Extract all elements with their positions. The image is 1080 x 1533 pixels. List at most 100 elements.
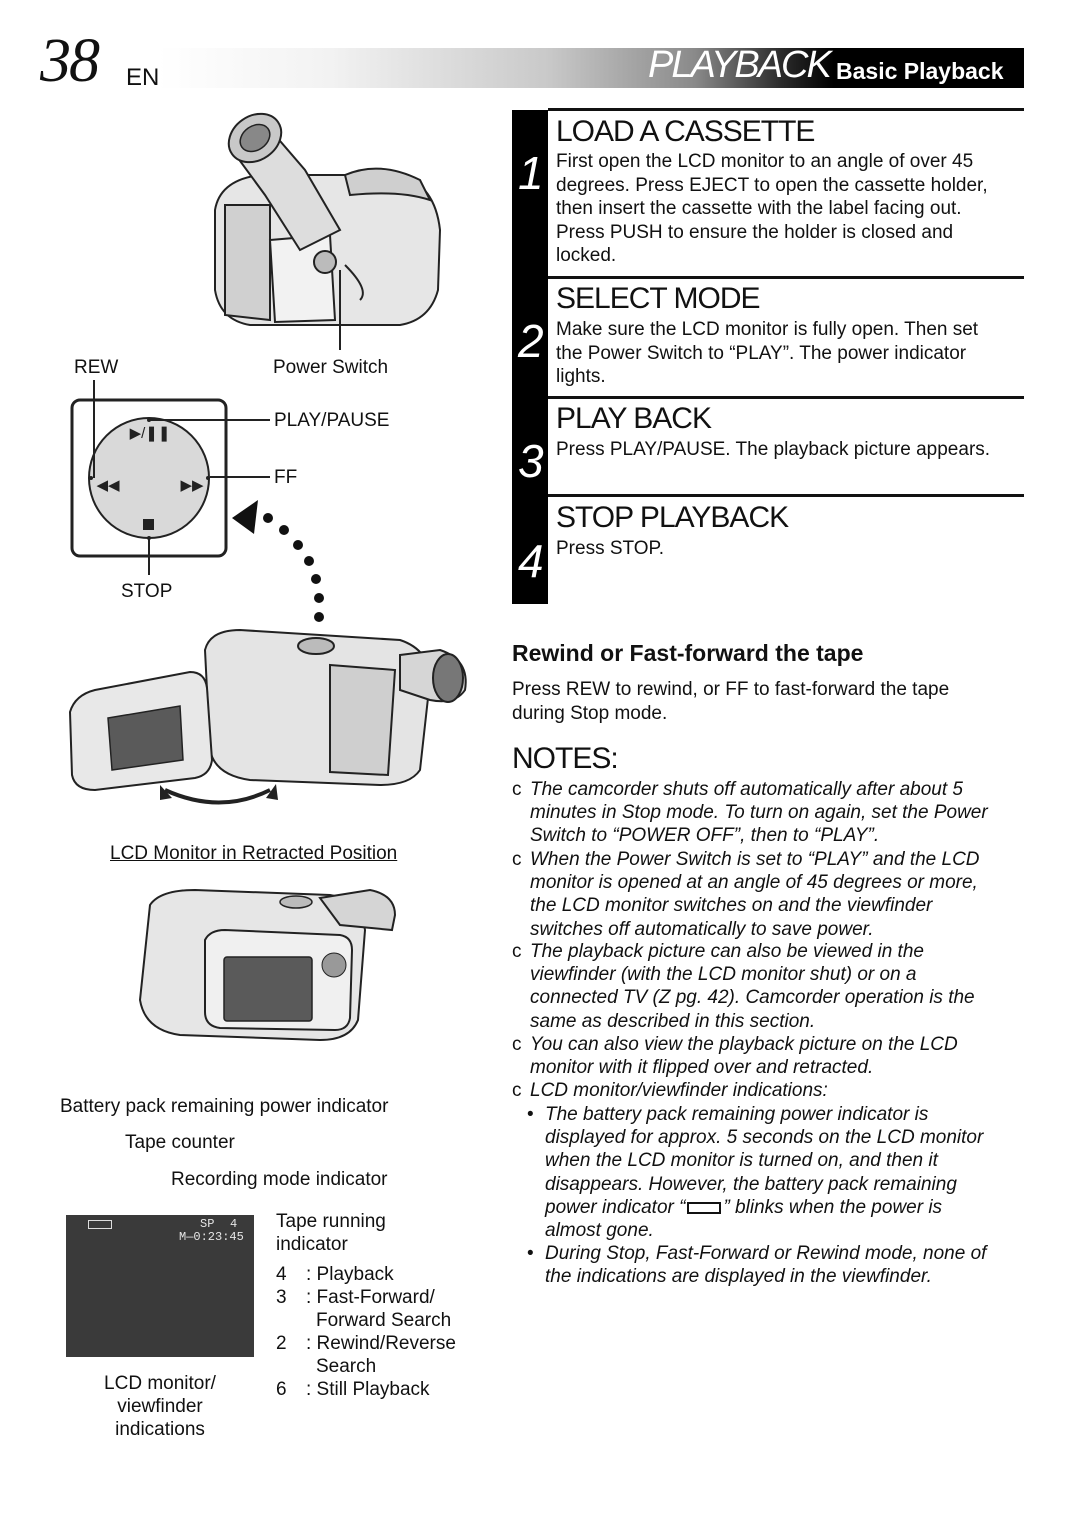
screen-mode: SP	[200, 1217, 215, 1231]
step-rule	[548, 494, 1024, 497]
step-title: STOP PLAYBACK	[556, 501, 789, 534]
step-text: Press PLAY/PAUSE. The playback picture a…	[556, 438, 1022, 462]
legend-text: : Still Playback	[306, 1379, 430, 1400]
text-line: degrees. Press EJECT to open the cassett…	[556, 174, 988, 196]
note-sub-item: • The battery pack remaining power indica…	[527, 1103, 1025, 1242]
step-rule	[548, 276, 1024, 279]
svg-text:▶/❚❚: ▶/❚❚	[130, 425, 171, 442]
retracted-caption: LCD Monitor in Retracted Position	[110, 843, 398, 864]
camcorder-top-illustration	[214, 112, 442, 350]
text-line: Press REW to rewind, or FF to fast-forwa…	[512, 679, 950, 700]
step-number: 1	[518, 147, 544, 199]
step-text: First open the LCD monitor to an angle o…	[556, 150, 1022, 268]
legend-text: : Rewind/Reverse	[306, 1333, 456, 1354]
text-line: The battery pack remaining power indicat…	[545, 1104, 929, 1125]
note-bullet: c	[512, 779, 522, 800]
battery-label: Battery pack remaining power indicator	[60, 1096, 389, 1117]
legend-text: : Fast-Forward/	[306, 1287, 435, 1308]
ff-label: FF	[274, 467, 298, 488]
note-bullet: c	[512, 1080, 522, 1101]
rew-label: REW	[74, 357, 119, 378]
step-title: PLAY BACK	[556, 402, 712, 435]
legend-text: Search	[316, 1356, 377, 1377]
text-line: almost gone.	[545, 1220, 654, 1242]
play-pause-label: PLAY/PAUSE	[274, 410, 390, 431]
dotted-arrow	[232, 500, 324, 622]
text-line: LCD monitor/	[104, 1373, 216, 1394]
camcorder-retracted-illustration	[138, 888, 397, 1042]
illustration-layer: ▶/❚❚ ◀◀ ▶▶	[68, 112, 467, 1042]
text-line: monitor with it flipped over and retract…	[530, 1057, 874, 1079]
step-rule	[548, 108, 1024, 111]
text-line: Switch to “POWER OFF”, then to “PLAY”.	[530, 825, 880, 847]
note-bullet: c	[512, 1034, 522, 1055]
text-line: displayed for approx. 5 seconds on the L…	[545, 1127, 984, 1149]
text-line: When the Power Switch is set to “PLAY” a…	[530, 849, 980, 870]
legend-text: Forward Search	[316, 1310, 452, 1331]
sub-bullet: •	[527, 1243, 534, 1264]
text-line: locked.	[556, 245, 617, 266]
text-line: the indications are displayed in the vie…	[545, 1266, 932, 1288]
text-line: viewfinder	[117, 1396, 203, 1417]
lcd-caption: LCD monitor/ viewfinder indications	[70, 1372, 250, 1441]
note-item: c The camcorder shuts off automatically a…	[512, 778, 1025, 848]
step-title: SELECT MODE	[556, 282, 760, 315]
text-line: connected TV (Z pg. 42). Camcorder opera…	[530, 987, 975, 1009]
tape-running-label: Tape running	[276, 1211, 386, 1232]
text-line: LCD monitor/viewfinder indications:	[530, 1080, 828, 1101]
text-line: same as described in this section.	[530, 1010, 816, 1032]
legend-symbol: 4	[276, 1264, 287, 1285]
text-line: Press PUSH to ensure the holder is close…	[556, 221, 954, 243]
note-bullet: c	[512, 849, 522, 870]
text-line: During Stop, Fast-Forward or Rewind mode…	[545, 1243, 987, 1264]
text-line: lights.	[556, 366, 606, 387]
text-line: the Power Switch to “PLAY”. The power in…	[556, 342, 967, 364]
text-line: The camcorder shuts off automatically af…	[530, 779, 963, 800]
rewind-text: Press REW to rewind, or FF to fast-forwa…	[512, 678, 1012, 725]
rewind-heading: Rewind or Fast-forward the tape	[512, 640, 864, 666]
legend-text: : Playback	[306, 1264, 394, 1285]
page-number: 38	[40, 27, 100, 95]
tape-counter-label: Tape counter	[125, 1132, 235, 1153]
step-rule	[548, 396, 1024, 399]
step-number: 4	[518, 535, 544, 587]
legend-symbol: 3	[276, 1287, 287, 1308]
step-bar	[512, 110, 548, 604]
text-line: disappears. However, the battery pack re…	[545, 1173, 957, 1195]
step-text: Press STOP.	[556, 537, 1022, 561]
step-number: 3	[518, 435, 544, 487]
step-text: Make sure the LCD monitor is fully open.…	[556, 318, 1022, 389]
note-item: c The playback picture can also be viewed…	[512, 940, 1025, 1033]
text-line: minutes in Stop mode. To turn on again, …	[530, 802, 988, 824]
stop-label: STOP	[121, 581, 173, 602]
lcd-indications-screen: SP 4 M—0:23:45	[66, 1215, 254, 1357]
svg-text:▶▶: ▶▶	[180, 477, 204, 494]
text-line: ” blinks when the power is	[723, 1196, 943, 1218]
svg-text:◀◀: ◀◀	[96, 477, 120, 494]
text-line: The playback picture can also be viewed …	[530, 941, 924, 962]
section-title: PLAYBACK	[648, 44, 832, 86]
text-line: then insert the cassette with the label …	[556, 198, 962, 219]
text-line: monitor is opened at an angle of 45 degr…	[530, 872, 978, 894]
note-item: c When the Power Switch is set to “PLAY” …	[512, 848, 1025, 941]
note-bullet: c	[512, 941, 522, 962]
note-sub-item: • During Stop, Fast-Forward or Rewind mod…	[527, 1242, 1025, 1288]
tape-running-legend: 4 : Playback 3 : Fast-Forward/ Forward Sea…	[276, 1263, 456, 1401]
text-line: Make sure the LCD monitor is fully open.…	[556, 319, 979, 340]
text-line: the LCD monitor switches on and the view…	[530, 895, 933, 917]
power-switch-label: Power Switch	[273, 357, 389, 378]
battery-icon	[687, 1201, 722, 1214]
text-line: viewfinder (with the LCD monitor shut) o…	[530, 964, 917, 986]
sub-bullet: •	[527, 1104, 534, 1125]
text-line: power indicator “	[545, 1196, 686, 1218]
notes-heading: NOTES:	[512, 742, 619, 775]
step-number: 2	[518, 315, 544, 367]
screen-counter: M—0:23:45	[179, 1230, 244, 1244]
note-item: c LCD monitor/viewfinder indications:	[512, 1079, 1025, 1102]
subsection-title: Basic Playback	[836, 58, 1004, 84]
screen-running-symbol: 4	[230, 1217, 238, 1231]
text-line: switches off automatically to save power…	[530, 918, 874, 940]
text-line: indications	[115, 1419, 205, 1440]
legend-symbol: 6	[276, 1379, 287, 1400]
